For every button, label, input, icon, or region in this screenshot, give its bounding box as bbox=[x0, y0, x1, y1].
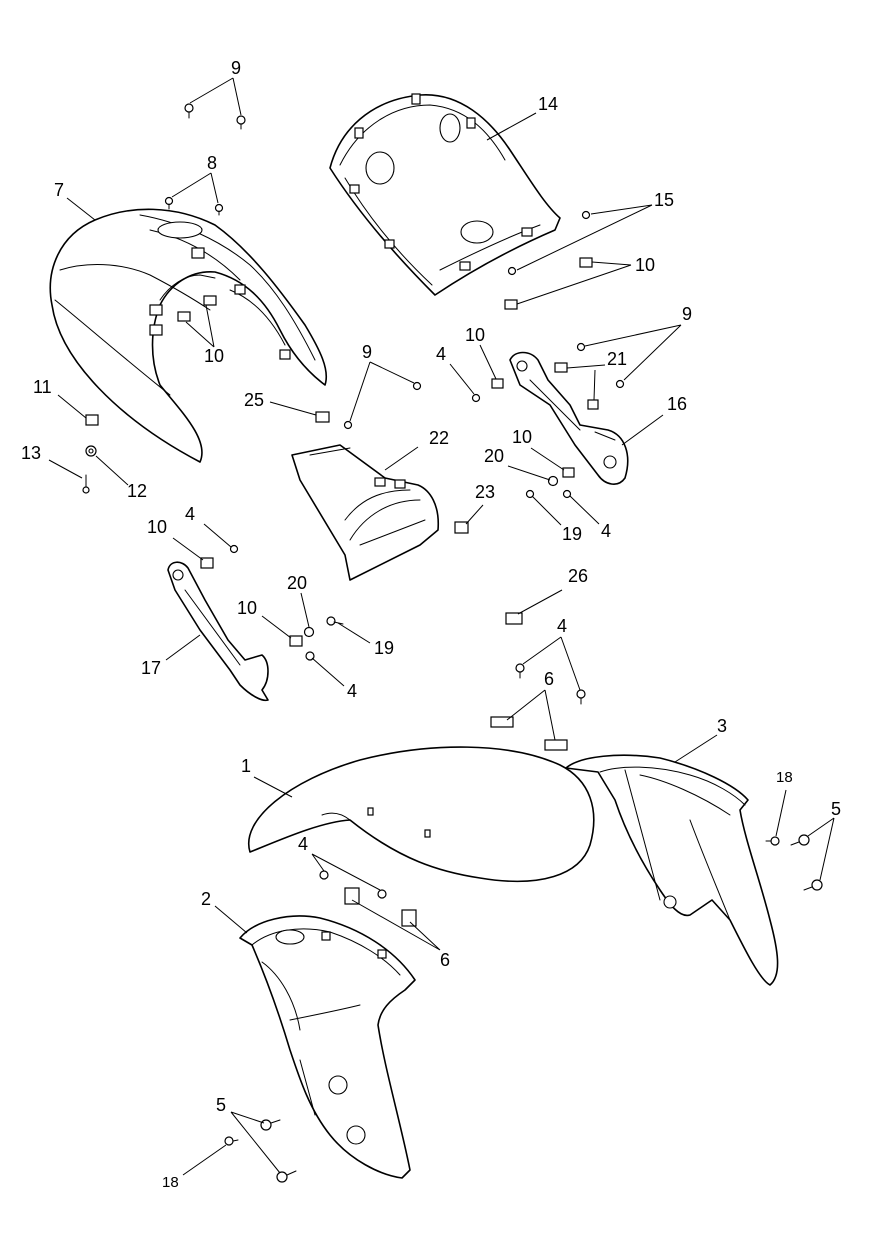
part-12-washer[interactable] bbox=[85, 445, 97, 457]
callout-20-left: 20 bbox=[287, 573, 307, 593]
part-1-front-mudguard[interactable] bbox=[247, 746, 595, 883]
bolt-5-left[interactable] bbox=[260, 1119, 297, 1183]
callout-21: 21 bbox=[607, 349, 627, 369]
part-18-screw-left[interactable] bbox=[224, 1136, 239, 1146]
callout-9-top: 9 bbox=[231, 58, 241, 78]
screw-19-right[interactable] bbox=[525, 489, 572, 499]
bolt-4-upper[interactable] bbox=[471, 393, 481, 403]
callout-9-right: 9 bbox=[682, 304, 692, 324]
callout-8: 8 bbox=[207, 153, 217, 173]
callout-5-right: 5 bbox=[831, 799, 841, 819]
callout-19-left: 19 bbox=[374, 638, 394, 658]
part-2-fork-guard-left[interactable] bbox=[239, 915, 416, 1179]
callout-10-cowl: 10 bbox=[204, 346, 224, 366]
leader-lines bbox=[48, 77, 835, 1176]
screw-19-left[interactable] bbox=[326, 616, 344, 626]
callout-19-right: 19 bbox=[562, 524, 582, 544]
bolt-4-lower[interactable] bbox=[319, 870, 387, 899]
part-18-screw-right[interactable] bbox=[765, 836, 780, 846]
callout-4-lower-left: 4 bbox=[347, 681, 357, 701]
part-22-housing[interactable] bbox=[291, 444, 440, 581]
callout-18-left: 18 bbox=[162, 1174, 179, 1191]
screw-9-middle[interactable] bbox=[343, 381, 422, 430]
callout-11: 11 bbox=[33, 377, 52, 397]
washer-20-left[interactable] bbox=[303, 626, 315, 638]
callout-10-mid-right: 10 bbox=[512, 427, 532, 447]
callout-25: 25 bbox=[244, 390, 264, 410]
callout-23: 23 bbox=[475, 482, 495, 502]
callout-16: 16 bbox=[667, 394, 687, 414]
callout-20-right: 20 bbox=[484, 446, 504, 466]
badge-6-lower[interactable] bbox=[344, 887, 417, 927]
part-25-clip[interactable] bbox=[315, 411, 330, 423]
screw-8[interactable] bbox=[164, 196, 224, 216]
speed-nut-10-upper-right[interactable] bbox=[504, 257, 593, 310]
callout-10-upper-right: 10 bbox=[635, 255, 655, 275]
callout-10-left-lower: 10 bbox=[237, 598, 257, 618]
badge-6-upper[interactable] bbox=[490, 716, 568, 751]
screw-9-right[interactable] bbox=[576, 342, 625, 389]
callout-9-middle: 9 bbox=[362, 342, 372, 362]
part-11-clip[interactable] bbox=[85, 414, 99, 426]
speed-nut-10-bracket-left[interactable] bbox=[200, 557, 303, 647]
callout-14: 14 bbox=[538, 94, 558, 114]
callout-17: 17 bbox=[141, 658, 161, 678]
part-7-rear-cowl[interactable] bbox=[49, 208, 328, 463]
callout-4-upper-middle: 4 bbox=[436, 344, 446, 364]
callout-12: 12 bbox=[127, 481, 147, 501]
callout-4-left: 4 bbox=[185, 504, 195, 524]
callout-6-upper: 6 bbox=[544, 669, 554, 689]
callout-3: 3 bbox=[717, 716, 727, 736]
callout-26: 26 bbox=[568, 566, 588, 586]
callout-13: 13 bbox=[21, 443, 41, 463]
callout-4-center: 4 bbox=[557, 616, 567, 636]
callout-10-left: 10 bbox=[147, 517, 167, 537]
part-3-fork-guard-right[interactable] bbox=[565, 754, 779, 986]
part-26-reflector[interactable] bbox=[505, 612, 523, 625]
washer-20-right[interactable] bbox=[547, 475, 559, 487]
bolt-5-right[interactable] bbox=[790, 834, 823, 891]
callout-7: 7 bbox=[54, 180, 64, 200]
part-14-inner-panel[interactable] bbox=[329, 93, 561, 296]
callout-15: 15 bbox=[654, 190, 674, 210]
callout-2: 2 bbox=[201, 889, 211, 909]
speed-nut-10-cowl[interactable] bbox=[177, 295, 217, 322]
screw-15[interactable] bbox=[507, 210, 591, 276]
speed-nut-10-bracket-right[interactable] bbox=[491, 378, 575, 478]
callout-1: 1 bbox=[241, 756, 251, 776]
callout-6-lower: 6 bbox=[440, 950, 450, 970]
callout-22: 22 bbox=[429, 428, 449, 448]
callout-18-right: 18 bbox=[776, 769, 793, 786]
callout-4-lower: 4 bbox=[298, 834, 308, 854]
part-23-clip[interactable] bbox=[454, 521, 469, 534]
part-17-bracket-left[interactable] bbox=[167, 561, 269, 702]
part-13-screw[interactable] bbox=[82, 474, 90, 494]
callout-4-right: 4 bbox=[601, 521, 611, 541]
part-16-bracket-right[interactable] bbox=[509, 351, 629, 485]
callout-5-left: 5 bbox=[216, 1095, 226, 1115]
callout-10-upper-middle: 10 bbox=[465, 325, 485, 345]
callout-labels: 9 8 7 14 15 10 10 9 21 16 10 4 9 25 11 1… bbox=[21, 58, 841, 1191]
screw-9-top[interactable] bbox=[184, 103, 246, 130]
bolt-4-center[interactable] bbox=[515, 663, 586, 705]
